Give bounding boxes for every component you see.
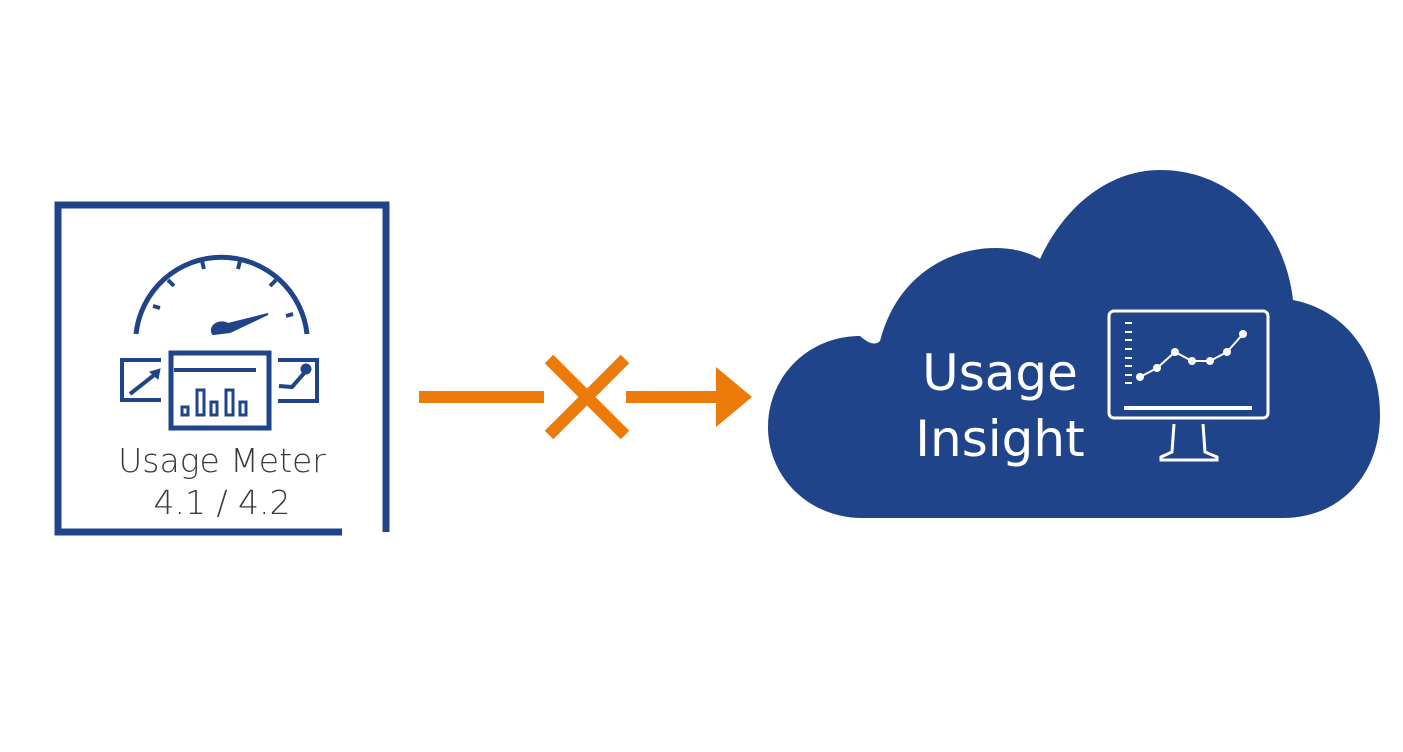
arrow-segment-left — [419, 391, 544, 403]
monitor-screen — [1107, 309, 1270, 420]
monitor-line-chart-icon — [1107, 309, 1270, 462]
left-panel — [120, 358, 161, 402]
bar-chart-glyph — [180, 388, 248, 417]
blocked-connection-arrow — [419, 354, 752, 440]
usage-meter-version: 4.1 / 4.2 — [153, 483, 291, 522]
usage-insight-line1: Usage — [922, 344, 1078, 402]
gauge-ticks — [152, 260, 294, 318]
right-panel — [278, 358, 319, 403]
arrow-segment-right — [626, 391, 721, 403]
gauge-arc — [133, 254, 310, 335]
cloud-shape — [768, 170, 1380, 518]
usage-meter-name: Usage Meter — [118, 441, 326, 480]
chart-points — [1136, 330, 1247, 381]
usage-meter-label: Usage Meter 4.1 / 4.2 — [56, 440, 388, 524]
usage-meter-box — [54, 201, 390, 536]
center-panel — [168, 350, 272, 431]
arrowhead-icon — [716, 367, 752, 427]
gauge-needle — [210, 313, 269, 336]
monitor-stand — [1159, 423, 1219, 462]
usage-insight-label: Usage Insight — [880, 340, 1120, 472]
usage-insight-line2: Insight — [915, 410, 1085, 468]
chart-y-ticks — [1125, 322, 1132, 384]
usage-meter-frame — [54, 201, 390, 536]
x-icon — [544, 354, 630, 440]
meter-dashboard-icon — [120, 254, 319, 431]
